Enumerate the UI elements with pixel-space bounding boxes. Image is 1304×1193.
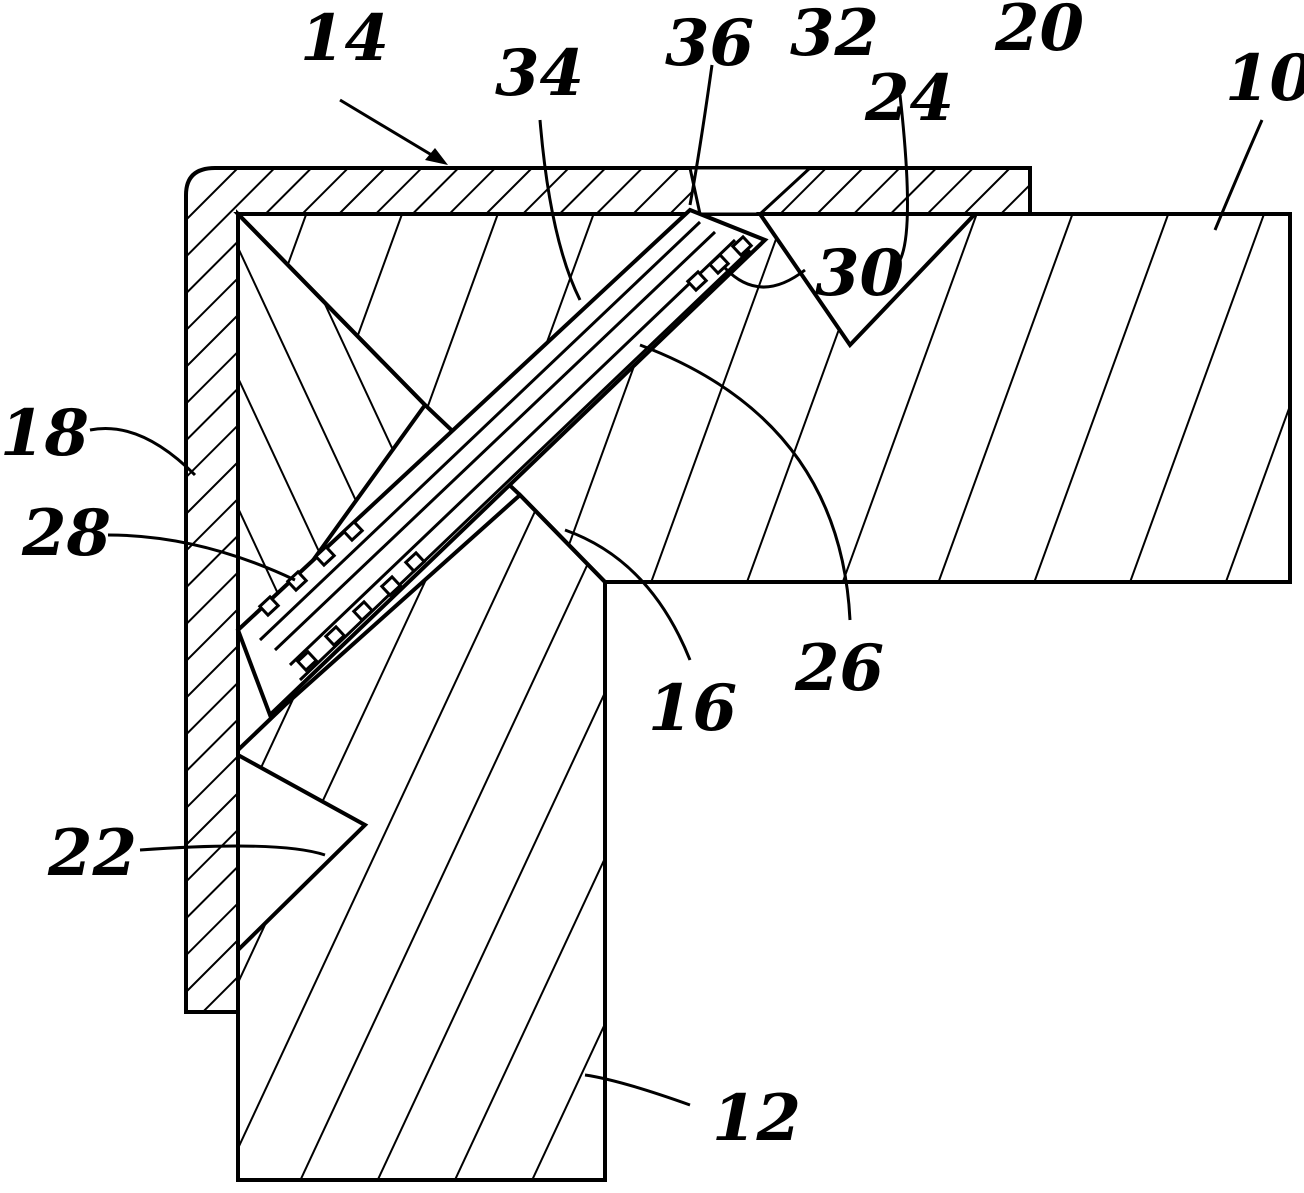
- label-26: 26: [794, 631, 884, 706]
- label-18: 18: [0, 396, 89, 471]
- label-20: 20: [994, 0, 1084, 66]
- label-34: 34: [495, 36, 584, 111]
- label-12: 12: [712, 1081, 801, 1156]
- label-30: 30: [815, 236, 904, 311]
- label-36: 36: [665, 6, 754, 81]
- label-14: 14: [300, 1, 389, 76]
- label-28: 28: [21, 496, 111, 571]
- label-16: 16: [648, 671, 737, 746]
- label-24: 24: [864, 61, 954, 136]
- label-22: 22: [47, 816, 137, 891]
- label-10: 10: [1225, 41, 1304, 116]
